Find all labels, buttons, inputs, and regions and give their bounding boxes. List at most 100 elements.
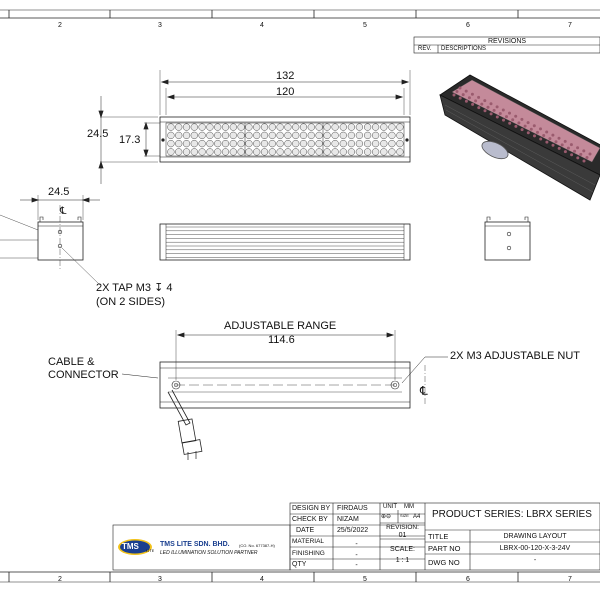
led [214,131,222,140]
led [253,140,261,148]
led [198,131,206,140]
led [299,140,308,148]
led [292,123,300,131]
finishing-value: - [355,552,358,559]
iso-led [545,140,549,144]
iso-led [517,121,521,125]
led [339,140,347,148]
iso-led [458,86,462,90]
zone-label: 3 [158,22,162,29]
led [206,123,214,131]
led [284,123,292,131]
iso-led [495,105,499,109]
led [388,123,396,131]
led [331,131,339,140]
design-by-label: DESIGN BY [292,505,331,512]
iso-led [498,112,502,115]
led [253,131,261,140]
date-value: 25/5/2022 [337,527,369,534]
zone-label: 5 [363,576,367,583]
company-tagline: LED ILLUMINATION SOLUTION PARTNER [160,550,258,556]
led [221,148,230,156]
iso-led [470,92,474,96]
led [221,140,230,148]
front-view [159,116,411,163]
led [229,123,237,131]
unit-value: MM [404,504,414,510]
iso-led [554,140,558,144]
cable-note-line1: CABLE & [48,356,95,368]
iso-led [526,121,530,125]
zone-label: 2 [58,22,62,29]
iso-led [582,159,586,163]
iso-led [523,124,527,128]
iso-led [489,102,493,106]
led [284,148,292,156]
zone-label: 2 [58,576,62,583]
zone-label: 7 [568,22,572,29]
dim-height-outer: 24.5 [87,128,109,140]
led [175,131,183,140]
led [396,148,404,156]
iso-led [588,152,592,156]
led [299,123,308,131]
check-by-value: NIZAM [337,516,359,523]
iso-led [548,137,552,141]
iso-led [576,156,580,160]
led [260,148,269,156]
led [380,123,388,131]
led [206,131,214,140]
revisions-col-rev: REV. [418,46,432,52]
led [214,123,222,131]
led [315,140,323,148]
iso-led [458,96,462,100]
led [364,123,372,131]
led [268,140,276,148]
led [260,140,269,148]
dim-overall-length: 132 [276,70,295,82]
logo-sub: LITE [146,548,155,553]
company-name: TMS LITE SDN. BHD. [160,541,230,548]
led [388,148,396,156]
design-by-value: FIRDAUS [337,505,368,512]
title-label: TITLE [428,532,449,541]
led [396,123,404,131]
led [396,140,404,148]
iso-led [529,127,533,131]
isometric-led-array [452,86,592,163]
led [388,131,396,140]
scale-value: 1 : 1 [395,557,410,564]
led [175,148,183,156]
led-array [167,123,404,156]
zone-label: 5 [363,22,367,29]
led [315,123,323,131]
iso-led [502,118,505,122]
material-label: MATERIAL [292,538,325,545]
centerline-mark-bottom: ℄ [420,384,428,398]
iso-led [557,146,561,150]
size-value: A4 [413,514,421,520]
iso-led [477,106,481,110]
led [364,131,372,140]
led [167,131,175,140]
unit-label: UNIT [383,504,397,510]
led [198,140,206,148]
iso-led [477,95,481,99]
iso-led [480,102,484,106]
qty-label: QTY [292,561,307,568]
iso-led [505,115,508,119]
led [214,148,222,156]
iso-led [464,99,468,103]
led [292,140,300,148]
led [245,140,253,148]
led [206,140,214,148]
isometric-view [439,74,600,201]
bottom-view [159,361,411,460]
led [221,131,230,140]
led [237,123,245,131]
iso-led [508,121,512,125]
centerline-mark-side: ℄ [60,206,67,217]
iso-led [582,149,586,153]
led [214,140,222,148]
led [307,140,315,148]
